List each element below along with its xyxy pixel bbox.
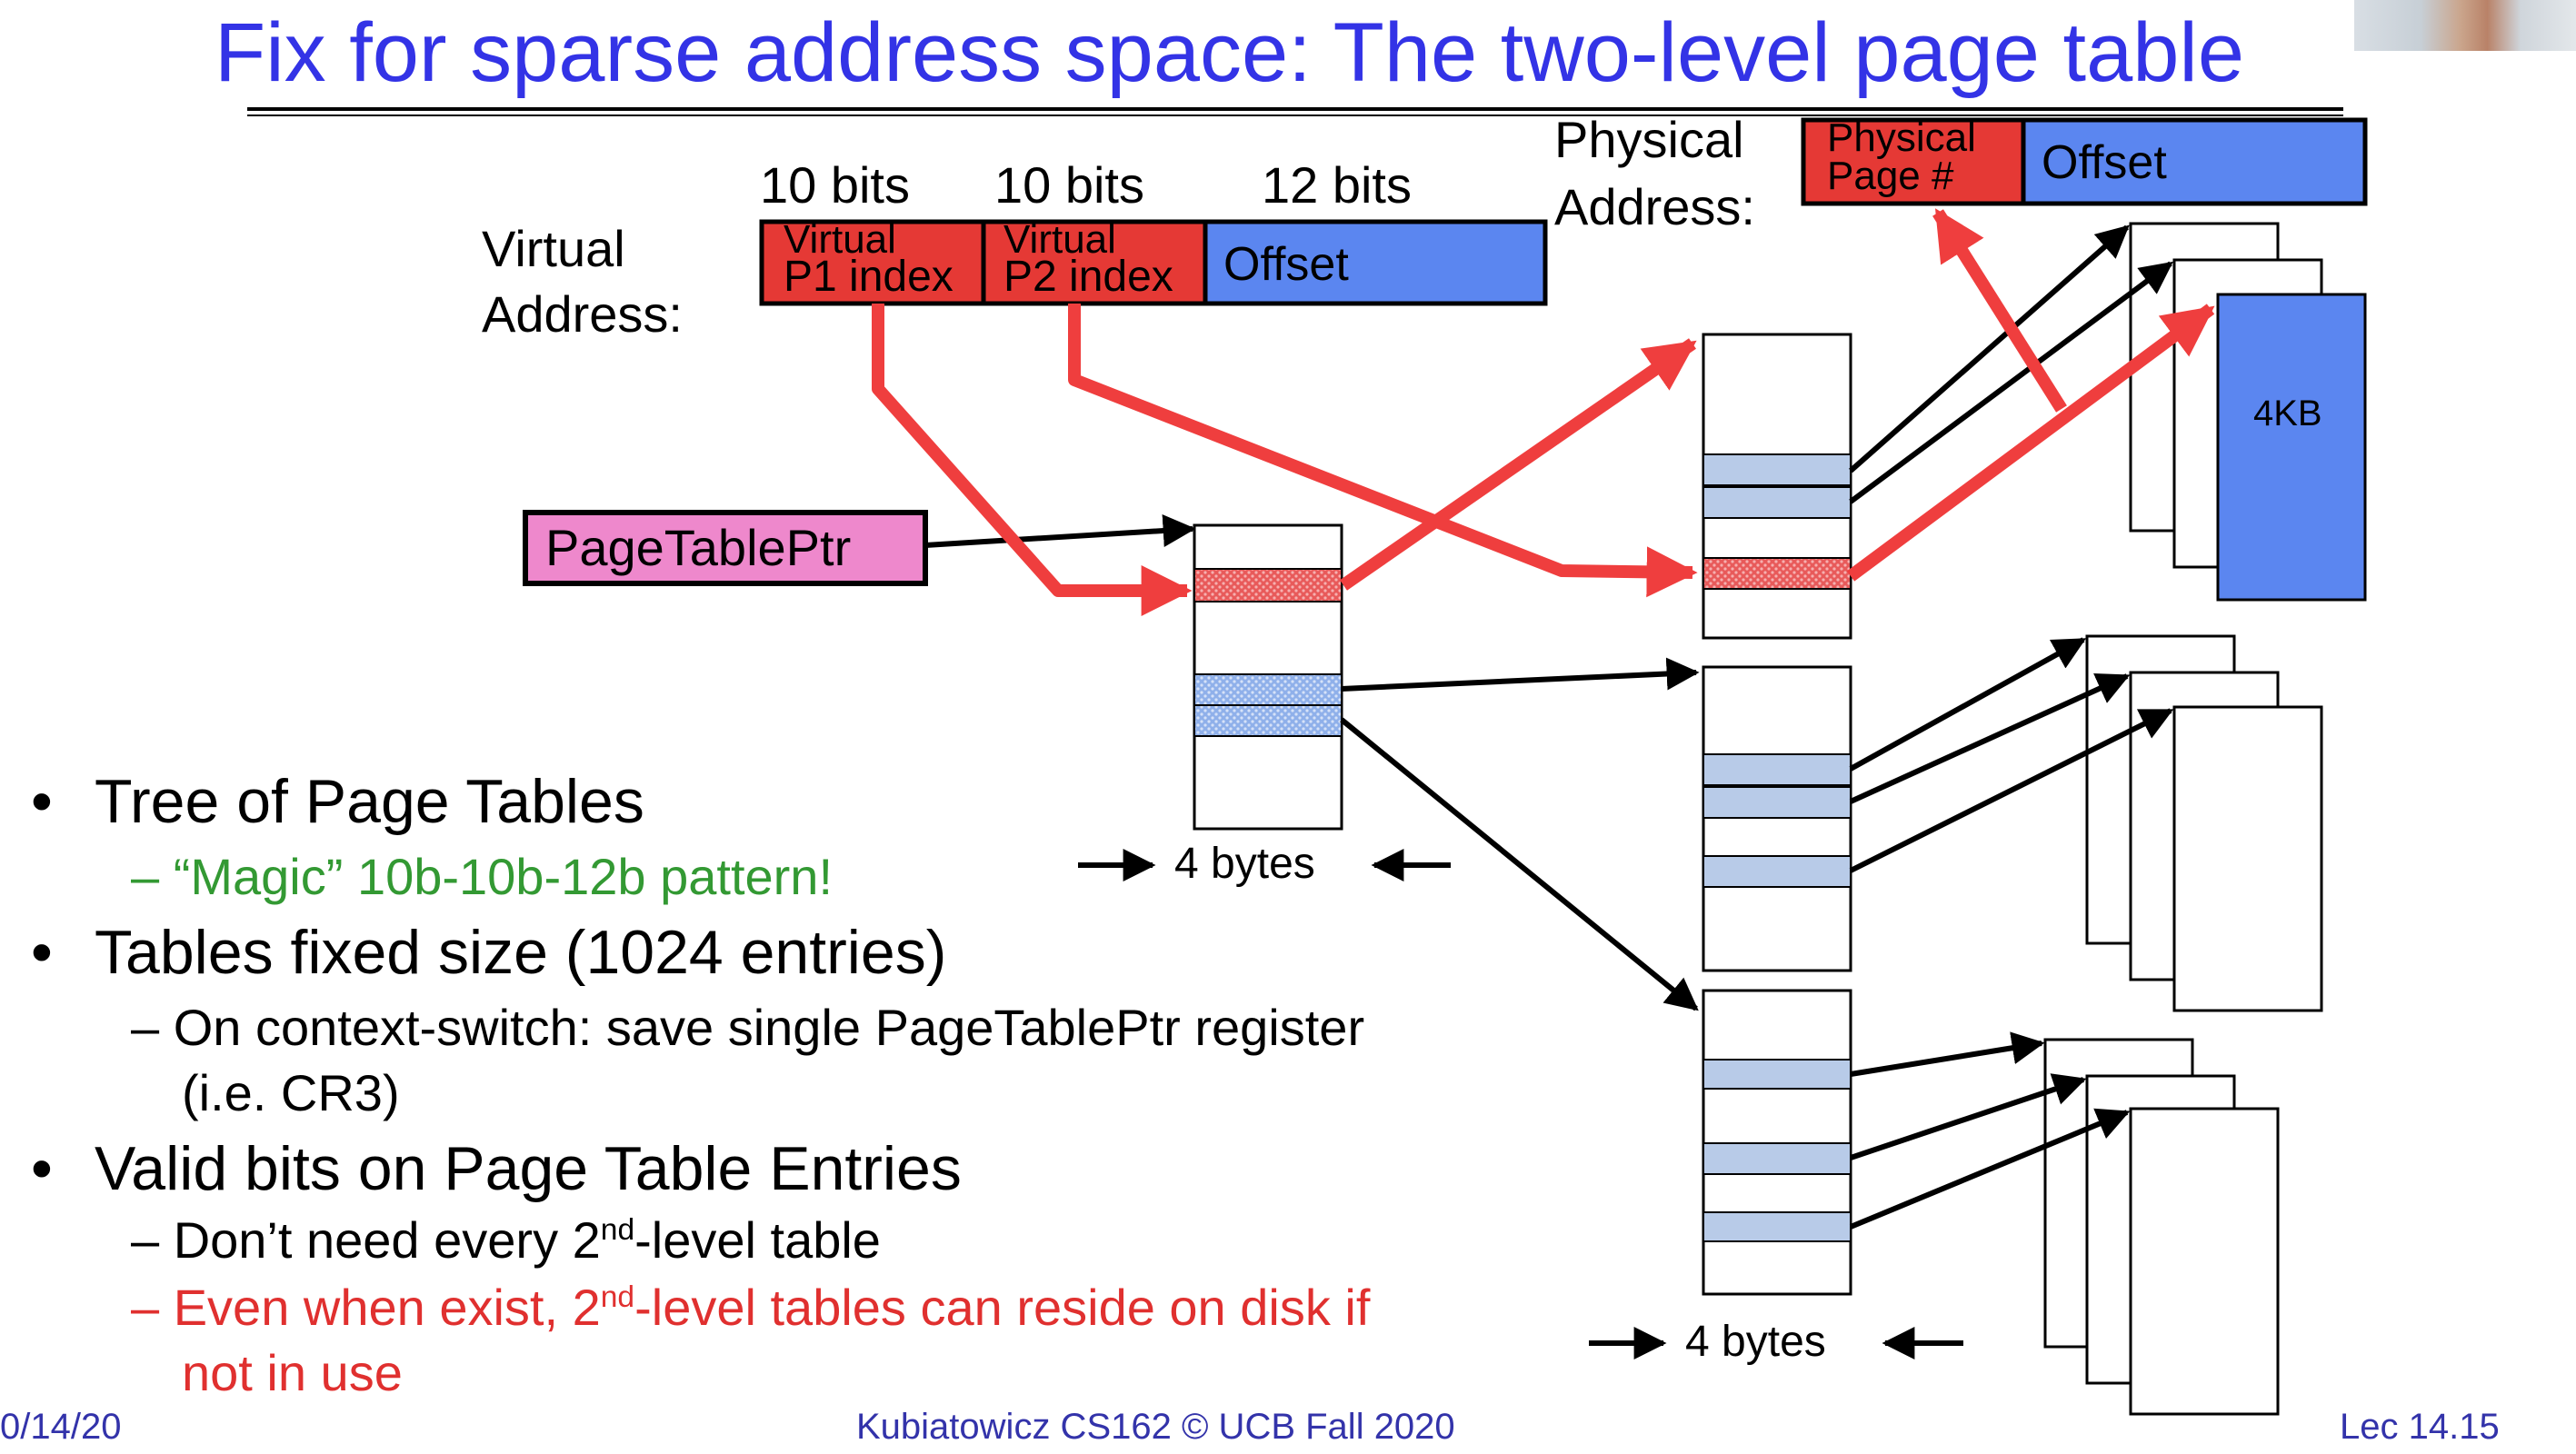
footer-date: 0/14/20: [0, 1407, 122, 1447]
virtual-address-label-line2: Address:: [482, 285, 683, 343]
physical-address-label-line1: Physical: [1554, 111, 1744, 168]
page-size-label: 4KB: [2253, 393, 2322, 433]
va-field-p2-line2: P2 index: [1003, 253, 1173, 301]
bullet-3-sub-2: – Even when exist, 2nd-level tables can …: [131, 1279, 1371, 1336]
va-field-p1-line2: P1 index: [784, 253, 954, 301]
bullet-2-text: Tables fixed size (1024 entries): [95, 918, 947, 987]
entry-width-label-1: 4 bytes: [1174, 840, 1315, 888]
title-rule-thin: [247, 115, 2343, 116]
footer-course: Kubiatowicz CS162 © UCB Fall 2020: [856, 1407, 1455, 1447]
slide-title: Fix for sparse address space: The two-le…: [215, 6, 2245, 99]
bullet-2-sub-1-cont: (i.e. CR3): [182, 1064, 400, 1121]
pa-field-offset: Offset: [2042, 136, 2167, 189]
page-table-ptr-label: PageTablePtr: [545, 519, 851, 576]
pa-field-ppn-line2: Page #: [1827, 154, 1954, 198]
level2-page-table-1: [1702, 333, 1852, 640]
level2-page-table-3: [1702, 989, 1852, 1296]
bullet-2-sub-1: – On context-switch: save single PageTab…: [131, 999, 1365, 1056]
va-field-p1-line1: Virtual: [784, 217, 896, 262]
physical-pages-group-3: [2043, 1038, 2280, 1416]
bullet-1-marker: •: [31, 767, 53, 836]
entry-width-marker-2: 4 bytes: [1589, 1318, 1963, 1366]
webcam-thumbnail: [2354, 0, 2576, 51]
physical-pages-group-1: 4KB: [2129, 222, 2367, 602]
red-translation-arrows: [872, 208, 2215, 616]
bullet-2-marker: •: [31, 918, 53, 987]
physical-address-label-line2: Address:: [1554, 178, 1755, 235]
level1-page-table: [1193, 523, 1343, 831]
va-field-offset: Offset: [1223, 238, 1349, 291]
bits-label-p1: 10 bits: [760, 156, 910, 214]
level2-page-table-2: [1702, 665, 1852, 972]
bullet-3-marker: •: [31, 1134, 53, 1203]
entry-width-marker-1: 4 bytes: [1078, 840, 1451, 888]
bullet-3-sub-2-cont: not in use: [182, 1344, 403, 1401]
title-rule: [247, 107, 2343, 111]
virtual-address-box: Virtual P1 index Virtual P2 index Offset: [759, 217, 1548, 306]
black-pointer-arrows: [924, 224, 2174, 1230]
bullet-2-sub-1-text: On context-switch: save single PageTable…: [173, 999, 1365, 1056]
bits-label-offset: 12 bits: [1262, 156, 1412, 214]
bits-label-p2: 10 bits: [994, 156, 1144, 214]
va-field-p2-line1: Virtual: [1003, 217, 1116, 262]
page-table-ptr-register: PageTablePtr: [523, 510, 928, 586]
bullet-3-sub-1: – Don’t need every 2nd-level table: [131, 1211, 881, 1269]
physical-pages-group-2: [2085, 634, 2323, 1012]
bullet-3-text: Valid bits on Page Table Entries: [95, 1134, 962, 1203]
virtual-address-label-line1: Virtual: [482, 220, 625, 277]
pa-field-ppn-line1: Physical: [1827, 115, 1976, 160]
physical-address-box: Physical Page # Offset: [1801, 115, 2368, 206]
bullet-1-text: Tree of Page Tables: [95, 767, 644, 836]
bullet-1-sub-1: – “Magic” 10b-10b-12b pattern!: [131, 848, 833, 905]
entry-width-label-2: 4 bytes: [1685, 1318, 1826, 1366]
footer-lecture: Lec 14.15: [2340, 1407, 2500, 1447]
bullet-1-sub-1-text: “Magic” 10b-10b-12b pattern!: [173, 848, 833, 905]
